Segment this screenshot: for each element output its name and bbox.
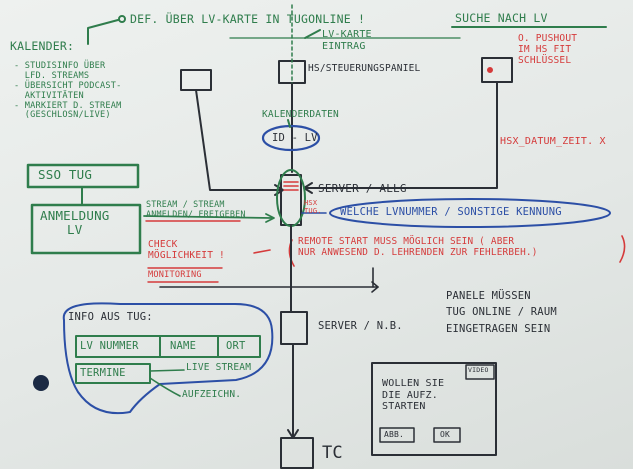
- server-red-hatch: [283, 181, 299, 191]
- left-box-to-server: [195, 89, 283, 191]
- wollen-label: WOLLEN SIE DIE AUFZ. STARTEN: [382, 378, 445, 412]
- ok-label: OK: [440, 430, 451, 439]
- server-nb-label: SERVER / N.B.: [318, 320, 403, 332]
- abb-label: ABB.: [384, 430, 405, 439]
- header-dot: [118, 15, 126, 23]
- anmeldung-box: [30, 203, 142, 255]
- check-label: CHECK MÖGLICHKEIT !: [148, 239, 225, 261]
- ort-box: [217, 335, 261, 358]
- aufzeichn-label: AUFZEICHN.: [182, 389, 242, 400]
- video-box: [465, 364, 495, 380]
- header-connector: [87, 19, 119, 45]
- welche-label: WELCHE LVNUMMER / SONSTIGE KENNUNG: [340, 206, 562, 218]
- left-panel-box: [180, 69, 212, 91]
- stream-arrowhead: [265, 213, 275, 223]
- name-label: NAME: [170, 340, 197, 352]
- sso-box: [26, 163, 140, 189]
- info-blob: [62, 302, 274, 414]
- termine-to-live: [149, 369, 185, 372]
- def-header: DEF. ÜBER LV-KARTE IN TUGONLINE !: [130, 12, 366, 26]
- kalender-notes: - STUDISINFO ÜBER LFD. STREAMS - ÜBERSIC…: [14, 61, 122, 121]
- remote-brace-right: [619, 235, 626, 263]
- hsx-small-label: HSX TUG.: [304, 199, 322, 216]
- panele-label: PANELE MÜSSEN TUG ONLINE / RAUM EINGETRA…: [446, 290, 557, 335]
- id-lv-label: ID - LV: [272, 132, 318, 144]
- anmeldung-label: ANMELDUNG LV: [40, 208, 110, 238]
- magnet: [33, 375, 49, 391]
- ort-label: ORT: [226, 340, 246, 352]
- livestream-label: LIVE STREAM: [186, 362, 252, 373]
- dialog-box: [371, 362, 497, 456]
- remote-label: REMOTE START MUSS MÖGLICH SEIN ( ABER NU…: [298, 236, 538, 258]
- tc-label: TC: [322, 443, 343, 463]
- lv-karte-label: LV-KARTE EINTRAG: [322, 29, 372, 52]
- lv-karte-arrow: [304, 29, 321, 39]
- red-dot: [487, 67, 493, 73]
- kalenderdaten-label: KALENDERDATEN: [262, 109, 339, 120]
- stream-label: STREAM / STREAM ANMELDEN/ FREIGEBEN: [146, 199, 246, 219]
- bus-arrow: [371, 281, 379, 293]
- server-nb-box: [280, 311, 308, 345]
- lv-nummer-label: LV NUMMER: [80, 340, 139, 352]
- termine-to-aufz: [149, 377, 181, 397]
- video-label: VIDEO: [468, 366, 489, 374]
- id-lv-oval: [261, 124, 321, 152]
- ok-box: [433, 427, 461, 443]
- monitoring-label: MONITORING: [148, 270, 202, 280]
- termine-box: [75, 363, 151, 384]
- server-allg-label: SERVER / ALLG: [318, 182, 407, 195]
- hsx-datum-label: HSX_DATUM_ZEIT. X: [500, 136, 606, 147]
- kalenderdaten-arrow: [287, 119, 291, 128]
- info-aus-label: INFO AUS TUG:: [68, 311, 153, 323]
- right-panel-box: [481, 57, 513, 83]
- hs-panel-label: HS/STEUERUNGSPANIEL: [308, 63, 421, 74]
- right-box-to-server: [304, 81, 498, 189]
- check-arrow: [253, 249, 271, 254]
- termine-label: TERMINE: [80, 367, 126, 379]
- suche-label: SUCHE NACH LV: [455, 11, 548, 25]
- welche-oval: [329, 198, 611, 228]
- opushout-label: O. PUSHOUT IM HS FIT SCHLÜSSEL: [518, 33, 578, 66]
- tc-box: [280, 437, 314, 469]
- stream-arrow: [143, 215, 273, 219]
- sso-label: SSO TUG: [38, 167, 93, 182]
- kalender-title: KALENDER:: [10, 39, 75, 53]
- abb-box: [379, 427, 415, 443]
